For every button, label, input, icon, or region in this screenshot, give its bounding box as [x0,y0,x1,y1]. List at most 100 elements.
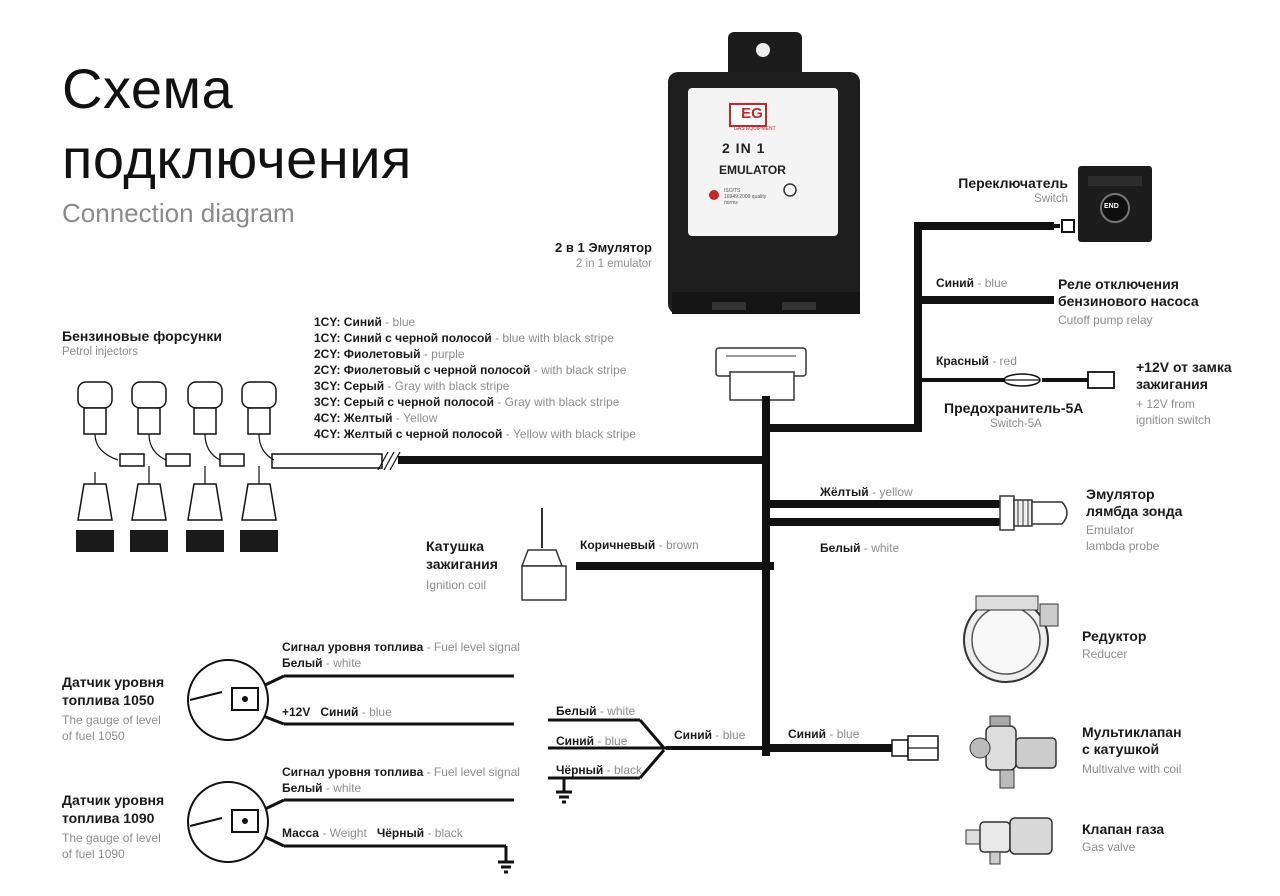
wire-en: Gray with black stripe [394,379,510,393]
coil-label-ru1: Катушка [426,538,484,554]
fuse-label-ru: Предохранитель-5А [944,400,1084,416]
relay-label-ru1: Реле отключения [1058,276,1179,292]
wire-ru: Фиолетовый с черной полосой [343,363,531,377]
sensor1090-label-ru2: топлива 1090 [62,810,155,826]
switch-unit [1061,166,1152,242]
lambda-label-ru2: лямбда зонда [1086,503,1183,519]
sep: - [988,354,1000,368]
white-ru: Белый [282,656,323,670]
sep: - [322,781,334,795]
wire-en: purple [431,347,465,361]
signal-ru: Сигнал уровня топлива [282,640,424,654]
coil-wire-en: brown [665,538,699,552]
lambda-wire2-en: white [871,541,900,555]
sensor1050-white-label: Белый - white [282,656,361,670]
injector-wire-row: 1CY: Синий - blue [314,314,636,330]
sep: - [358,705,370,719]
wire-code: 3CY: [314,395,341,409]
injector-wire-row: 4CY: Желтый с черной полосой - Yellow wi… [314,426,636,442]
sensor1090-label-ru1: Датчик уровня [62,792,165,808]
relay-label-ru2: бензинового насоса [1058,293,1199,309]
injectors-label-en: Petrol injectors [62,346,139,358]
sep: - [596,704,608,718]
wire-code: 3CY: [314,379,341,393]
sep: - [974,276,985,290]
signal-en: Fuel level signal [433,765,520,779]
wire-code: 1CY: [314,315,341,329]
signal-ru: Сигнал уровня топлива [282,765,424,779]
emulator-brand-sub: GAS EQUIPMENT [734,126,776,132]
sep: - [860,541,872,555]
injector-wire-row: 3CY: Серый с черной полосой - Gray with … [314,394,636,410]
lambda-label-en2: lambda probe [1086,539,1160,553]
white-ru: Белый [282,781,323,795]
lambda-label-ru1: Эмулятор [1086,486,1155,502]
sensor1050-label-en2: of fuel 1050 [62,729,125,743]
sensor1050-label-en1: The gauge of level [62,713,161,727]
coil-label-ru2: зажигания [426,556,498,572]
sep: - [384,379,395,393]
wire-en: blue [392,315,416,329]
sep: - [594,734,605,748]
sep: - [712,728,723,742]
relay-label-en: Cutoff pump relay [1058,313,1153,327]
wire-code: 2CY: [314,363,341,377]
bundle-white-label: Белый - white [556,704,635,718]
emulator-label-ru: 2 в 1 Эмулятор [555,240,652,255]
gas-connector [891,735,939,761]
ignition-wire-label: Красный - red [936,354,1017,368]
injector-wire-row: 3CY: Серый - Gray with black stripe [314,378,636,394]
sensor1090-white-label: Белый - white [282,781,361,795]
reducer-label-en: Reducer [1082,647,1128,661]
multivalve-label-ru2: с катушкой [1082,741,1160,757]
plus12: +12V [282,705,311,719]
relay-wire-label: Синий - blue [936,276,1007,290]
lambda-wire1-ru: Жёлтый [820,485,869,499]
bundle-trunk-ru: Синий [674,728,713,742]
sep: - [603,763,614,777]
emulator-brand: EG [741,105,763,122]
sep: - [424,826,435,840]
sep: - [826,727,837,741]
gas-valve-graphic [965,817,1053,865]
sep: - [423,640,434,654]
emulator-unit [668,32,860,401]
injectors-graphic [76,381,401,552]
reducer-label-ru: Редуктор [1082,628,1147,644]
emulator-cert: ISO/TS 16949:2009 quality norms [724,188,767,206]
sensor1050-label-ru1: Датчик уровня [62,674,165,690]
wire-en: with black stripe [541,363,627,377]
black-ru: Чёрный [376,826,425,840]
coil-label-en: Ignition coil [426,578,487,592]
switch-label-ru: Переключатель [958,175,1068,191]
injector-wire-row: 4CY: Желтый - Yellow [314,410,636,426]
fuel-sensor-1090-graphic [187,781,269,863]
bundle-black-label: Чёрный - black [556,763,642,777]
thin-wires [918,224,1088,382]
bundle-out-en: blue [836,727,860,741]
white-en: white [333,656,362,670]
bundle-black-en: black [613,763,642,777]
sep: - [392,411,404,425]
sep: - [381,315,393,329]
sensor1090-mass-label: Масса - Weight Чёрный - black [282,826,463,840]
wire-ru: Желтый [343,411,393,425]
gasvalve-label-en: Gas valve [1082,840,1136,854]
page-subtitle: Connection diagram [62,198,295,228]
sensor1050-signal-label: Сигнал уровня топлива - Fuel level signa… [282,640,520,654]
sensor-bundle [262,674,666,874]
bundle-trunk-en: blue [722,728,746,742]
bundle-white-en: white [607,704,636,718]
fuel-sensor-1050-graphic [187,659,269,741]
wire-code: 1CY: [314,331,341,345]
lambda-wire2-label: Белый - white [820,541,899,555]
ignition-wire-ru: Красный [936,354,989,368]
sep: - [530,363,542,377]
ignition-label-en1: + 12V from [1136,397,1196,411]
sensor1090-label-en2: of fuel 1090 [62,847,125,861]
ignition-label-ru2: зажигания [1136,376,1208,392]
emulator-product: EMULATOR [719,163,786,177]
sensor1050-plus12-label: +12V Синий - blue [282,705,392,719]
injector-wire-row: 2CY: Фиолетовый с черной полосой - with … [314,362,636,378]
